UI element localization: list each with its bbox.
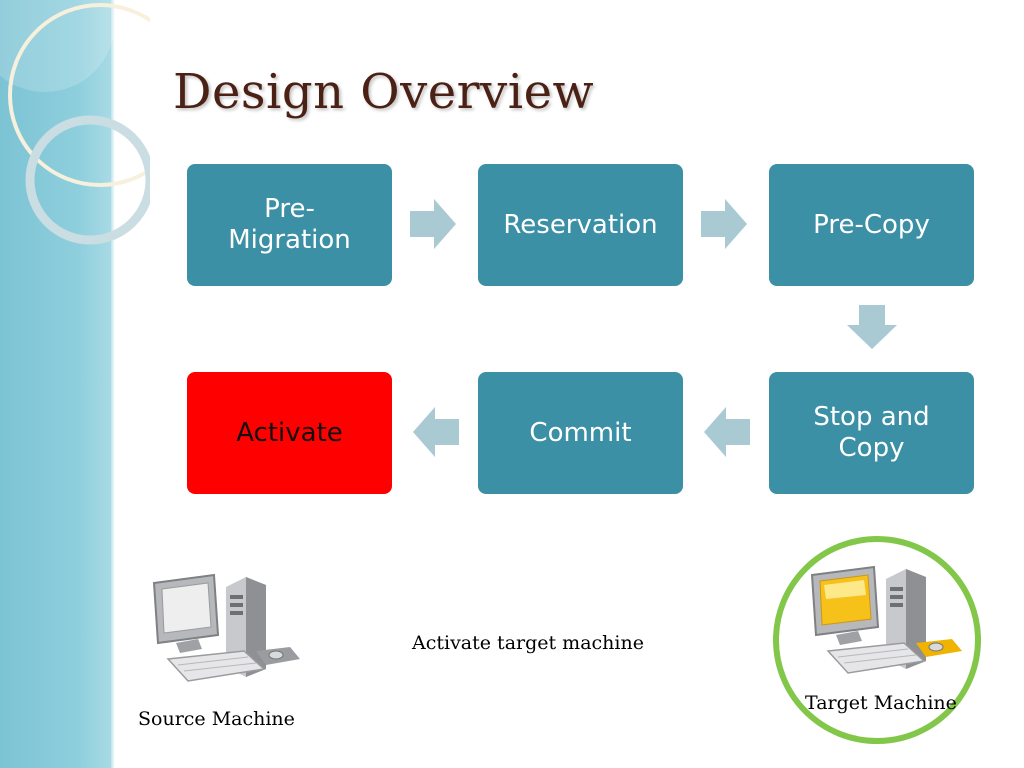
target-computer-icon [810, 565, 962, 674]
step-label: Commit [529, 417, 632, 448]
down-arrow-icon [847, 305, 897, 349]
step-pre-copy[interactable]: Pre-Copy [769, 164, 974, 286]
target-highlight-circle [773, 536, 981, 744]
left-band-edge [111, 0, 115, 768]
slide-title: Design Overview [173, 64, 595, 120]
step-label: Pre- Migration [228, 194, 351, 255]
activate-caption: Activate target machine [412, 632, 644, 654]
step-label: Activate [236, 417, 343, 448]
decorative-circles [0, 0, 150, 245]
step-label: Reservation [503, 209, 658, 240]
step-pre-migration[interactable]: Pre- Migration [187, 164, 392, 286]
right-arrow-icon [701, 199, 747, 249]
right-arrow-icon [410, 199, 456, 249]
step-stop-and-copy[interactable]: Stop and Copy [769, 372, 974, 494]
source-computer-icon [152, 573, 300, 682]
step-activate[interactable]: Activate [187, 372, 392, 494]
target-machine-label: Target Machine [805, 692, 957, 714]
step-reservation[interactable]: Reservation [478, 164, 683, 286]
source-machine-label: Source Machine [138, 708, 295, 730]
left-arrow-icon [413, 407, 459, 457]
step-label: Pre-Copy [813, 209, 930, 240]
step-commit[interactable]: Commit [478, 372, 683, 494]
left-arrow-icon [704, 407, 750, 457]
step-label: Stop and Copy [813, 402, 930, 463]
